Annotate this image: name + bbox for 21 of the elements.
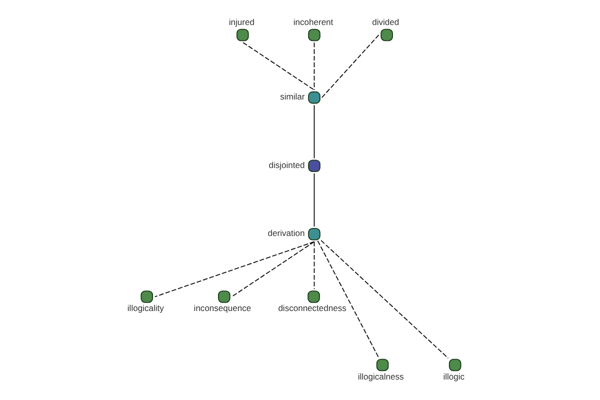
node-label: similar [280, 92, 304, 102]
node-text: disconnectedness [278, 303, 346, 314]
node-label: inconsequence [193, 303, 251, 314]
connector [320, 34, 379, 98]
connector [154, 241, 314, 298]
connector [320, 240, 448, 359]
node-label: incoherent [292, 16, 333, 27]
node-label: illogicalness [357, 371, 404, 382]
connector [230, 241, 314, 298]
node-label: derivation [267, 228, 304, 238]
connector [313, 104, 314, 159]
node-label: illogic [442, 371, 464, 382]
node-label: divided [372, 16, 399, 27]
node-label: disjointed [268, 160, 304, 170]
connector [242, 42, 314, 90]
connector [313, 42, 314, 90]
node-label: injured [228, 16, 254, 27]
connector [313, 241, 314, 290]
node-label: illogicality [126, 303, 164, 314]
connector [313, 172, 314, 228]
connector [316, 240, 379, 359]
